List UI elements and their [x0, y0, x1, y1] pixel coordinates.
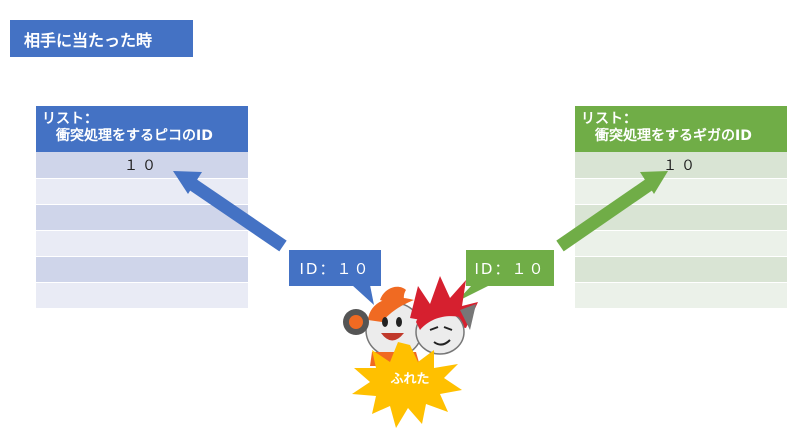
- giga-list-row: [575, 178, 787, 204]
- pico-id-list: リスト： 衝突処理をするピコのID １０: [36, 106, 248, 308]
- pico-id-callout: ID：１０: [289, 250, 381, 286]
- pico-list-row: [36, 178, 248, 204]
- giga-list-row: １０: [575, 152, 787, 178]
- pico-list-row: [36, 282, 248, 308]
- giga-list-row: [575, 230, 787, 256]
- collision-label: ふれた: [390, 372, 430, 387]
- pico-list-header-line1: リスト：: [42, 111, 98, 127]
- pico-id-callout-text: ID：１０: [299, 259, 371, 278]
- pico-character-icon: [343, 286, 423, 366]
- giga-callout-tail: [456, 285, 490, 302]
- pico-list-row: １０: [36, 152, 248, 178]
- pico-list-rows: １０: [36, 152, 248, 308]
- giga-list-row: [575, 256, 787, 282]
- pico-list-row: [36, 230, 248, 256]
- pico-list-row: [36, 256, 248, 282]
- giga-character-icon: [410, 276, 478, 355]
- giga-list-header-line1: リスト：: [581, 111, 637, 127]
- pico-list-header: リスト： 衝突処理をするピコのID: [36, 106, 248, 152]
- giga-list-rows: １０: [575, 152, 787, 308]
- giga-id-list: リスト： 衝突処理をするギガのID １０: [575, 106, 787, 308]
- pico-callout-tail: [352, 285, 374, 305]
- slide-title: 相手に当たった時: [10, 20, 193, 57]
- pico-list-header-line2: 衝突処理をするピコのID: [56, 128, 213, 144]
- giga-list-row: [575, 204, 787, 230]
- pico-list-row: [36, 204, 248, 230]
- giga-list-header-line2: 衝突処理をするギガのID: [595, 128, 752, 144]
- giga-id-callout: ID：１０: [466, 250, 554, 286]
- giga-list-header: リスト： 衝突処理をするギガのID: [575, 106, 787, 152]
- giga-list-row: [575, 282, 787, 308]
- slide-title-text: 相手に当たった時: [24, 30, 153, 50]
- giga-id-callout-text: ID：１０: [474, 259, 546, 278]
